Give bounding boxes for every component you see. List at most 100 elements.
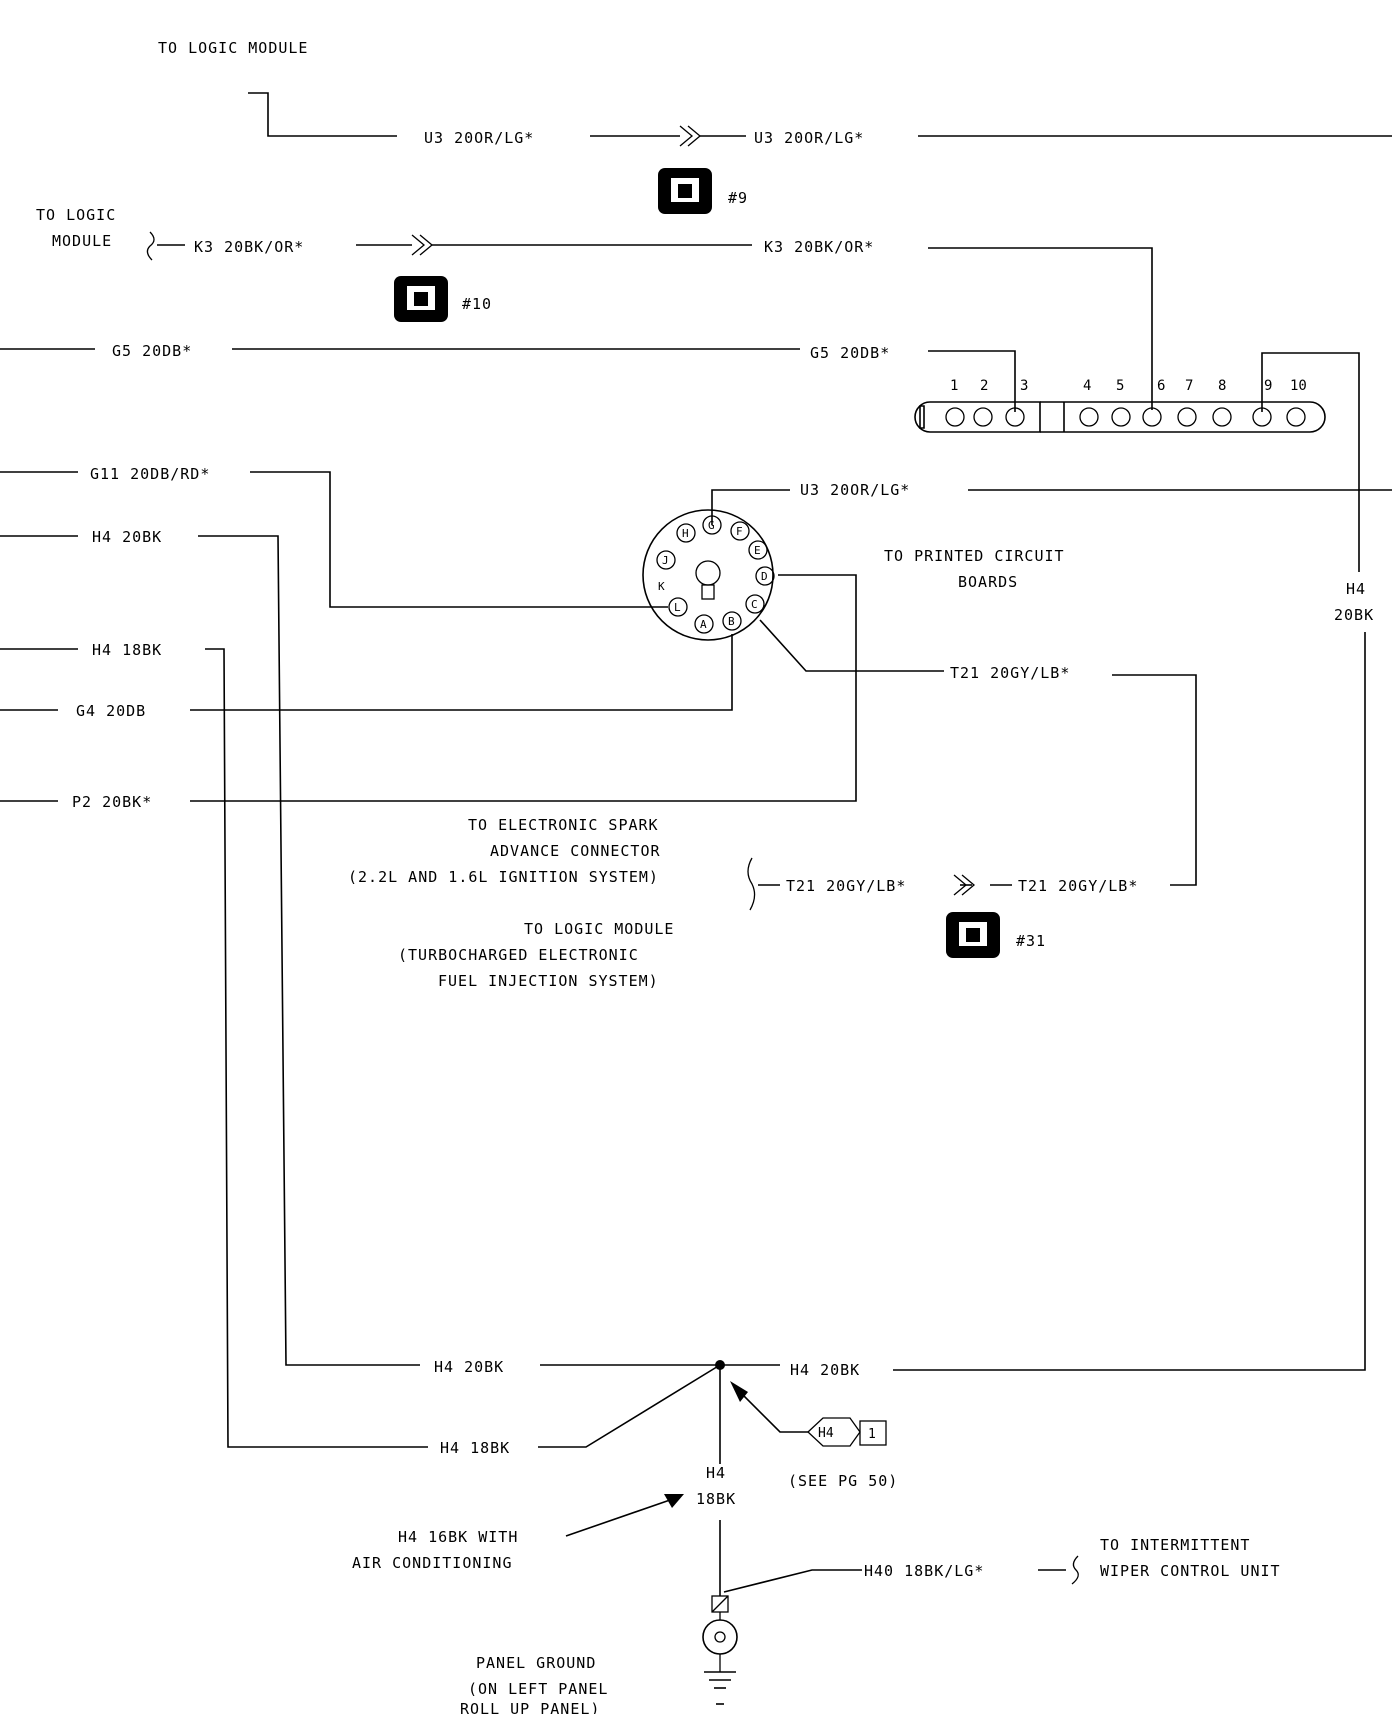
- label-splice-id: H4: [818, 1426, 834, 1441]
- label-h4-down-line2: 18BK: [696, 1490, 736, 1508]
- panel-ground-symbol: [702, 1595, 738, 1705]
- wire-p2-route: [190, 574, 857, 802]
- wire-g4-route: [190, 634, 733, 711]
- wire-h4-right-down: [893, 632, 1366, 1371]
- label-pcb-line1: TO PRINTED CIRCUIT: [884, 547, 1065, 565]
- label-u3-b: U3 20OR/LG*: [754, 129, 864, 147]
- label-h4-20bk-left: H4 20BK: [92, 528, 162, 546]
- label-k3-b: K3 20BK/OR*: [764, 238, 874, 256]
- label-t21-a: T21 20GY/LB*: [950, 664, 1070, 682]
- pin-num-4: 4: [1083, 378, 1091, 394]
- round-connector: [642, 509, 775, 641]
- ac-arrowhead: [664, 1494, 684, 1508]
- wire-h4-18bk-route: [205, 648, 428, 1448]
- wire-ac-pointer: [565, 1499, 671, 1537]
- label-ground-line2: (ON LEFT PANEL: [468, 1680, 608, 1698]
- rpin-h: H: [682, 527, 689, 540]
- pin-num-8: 8: [1218, 378, 1226, 394]
- label-conn-10: #10: [462, 295, 492, 313]
- label-esa-line3: (2.2L AND 1.6L IGNITION SYSTEM): [348, 868, 659, 886]
- splice-dot: [715, 1360, 725, 1370]
- connector-icon-31: [946, 912, 1000, 958]
- rpin-f: F: [736, 525, 743, 538]
- label-wiper-line2: WIPER CONTROL UNIT: [1100, 1562, 1281, 1580]
- label-u3-a: U3 20OR/LG*: [424, 129, 534, 147]
- wire-t21-right: [1112, 674, 1197, 886]
- pin-num-3: 3: [1020, 378, 1028, 394]
- wire-u3-mid-left: [711, 489, 790, 525]
- break-symbol-h40: [1071, 1555, 1079, 1585]
- label-t21-b: T21 20GY/LB*: [786, 877, 906, 895]
- label-splice-num: 1: [868, 1427, 876, 1442]
- rpin-j: J: [662, 554, 669, 567]
- pin-num-2: 2: [980, 378, 988, 394]
- wire-g11-right: [250, 471, 668, 608]
- label-h4-20bk-bottom-right: H4 20BK: [790, 1361, 860, 1379]
- label-h4-18bk-bottom: H4 18BK: [440, 1439, 510, 1457]
- label-ac-line1: H4 16BK WITH: [398, 1528, 518, 1546]
- label-see-pg: (SEE PG 50): [788, 1472, 898, 1490]
- label-g5-a: G5 20DB*: [112, 342, 192, 360]
- label-pcb-line2: BOARDS: [958, 573, 1018, 591]
- label-ground-line3: ROLL UP PANEL): [460, 1700, 600, 1714]
- label-h4-right-line1: H4: [1346, 580, 1366, 598]
- connector-icon-9: [658, 168, 712, 214]
- wire-h4-18bk-bottom: [538, 1364, 721, 1448]
- splice-arrowhead: [730, 1381, 748, 1402]
- rpin-l: L: [674, 601, 681, 614]
- pin-num-6: 6: [1157, 378, 1165, 394]
- pin-num-1: 1: [950, 378, 958, 394]
- rpin-b: B: [728, 615, 735, 628]
- label-tlm-line3: FUEL INJECTION SYSTEM): [438, 972, 659, 990]
- label-esa-line2: ADVANCE CONNECTOR: [490, 842, 661, 860]
- inline-connector-k3: [411, 234, 434, 256]
- label-p2: P2 20BK*: [72, 793, 152, 811]
- label-conn-31: #31: [1016, 932, 1046, 950]
- wire-h4-right-up: [1261, 352, 1360, 572]
- label-t21-c: T21 20GY/LB*: [1018, 877, 1138, 895]
- break-symbol-k3: [146, 231, 155, 261]
- label-h4-20bk-bottom-left: H4 20BK: [434, 1358, 504, 1376]
- wire-g5-right: [928, 350, 1016, 412]
- label-k3-a: K3 20BK/OR*: [194, 238, 304, 256]
- wire-h4-20bk-route: [198, 535, 420, 1366]
- break-symbol-t21: [747, 857, 756, 911]
- wire-splice-ref: [739, 1391, 808, 1433]
- wire-u3-top-left: [248, 92, 397, 137]
- label-tlm-line1: TO LOGIC MODULE: [524, 920, 674, 938]
- label-h4-18bk-left: H4 18BK: [92, 641, 162, 659]
- pin-num-7: 7: [1185, 378, 1193, 394]
- label-ground-line1: PANEL GROUND: [476, 1654, 596, 1672]
- label-u3-c: U3 20OR/LG*: [800, 481, 910, 499]
- pin-num-9: 9: [1264, 378, 1272, 394]
- label-to-logic-module-top: TO LOGIC MODULE: [158, 39, 308, 57]
- inline-connector-t21: [953, 874, 976, 896]
- rpin-c: C: [751, 598, 758, 611]
- label-g11: G11 20DB/RD*: [90, 465, 210, 483]
- wire-h40: [723, 1569, 862, 1593]
- pin-num-5: 5: [1116, 378, 1124, 394]
- splice-reference-box: [807, 1417, 887, 1447]
- wire-t21-c: [759, 619, 944, 672]
- label-ac-line2: AIR CONDITIONING: [352, 1554, 513, 1572]
- label-h4-down-line1: H4: [706, 1464, 726, 1482]
- connector-icon-10: [394, 276, 448, 322]
- label-g4: G4 20DB: [76, 702, 146, 720]
- label-h4-right-line2: 20BK: [1334, 606, 1374, 624]
- rpin-g: G: [708, 519, 715, 532]
- wire-k3-right: [928, 247, 1153, 410]
- label-to-logic-line1: TO LOGIC: [36, 206, 116, 224]
- label-tlm-line2: (TURBOCHARGED ELECTRONIC: [398, 946, 639, 964]
- rpin-a: A: [700, 618, 707, 631]
- label-esa-line1: TO ELECTRONIC SPARK: [468, 816, 659, 834]
- label-g5-b: G5 20DB*: [810, 344, 890, 362]
- label-to-logic-line2: MODULE: [52, 232, 112, 250]
- label-conn-9: #9: [728, 189, 748, 207]
- label-h40: H40 18BK/LG*: [864, 1562, 984, 1580]
- label-wiper-line1: TO INTERMITTENT: [1100, 1536, 1250, 1554]
- rpin-k: K: [658, 580, 665, 593]
- rpin-e: E: [754, 544, 761, 557]
- ten-pin-connector: [914, 401, 1326, 433]
